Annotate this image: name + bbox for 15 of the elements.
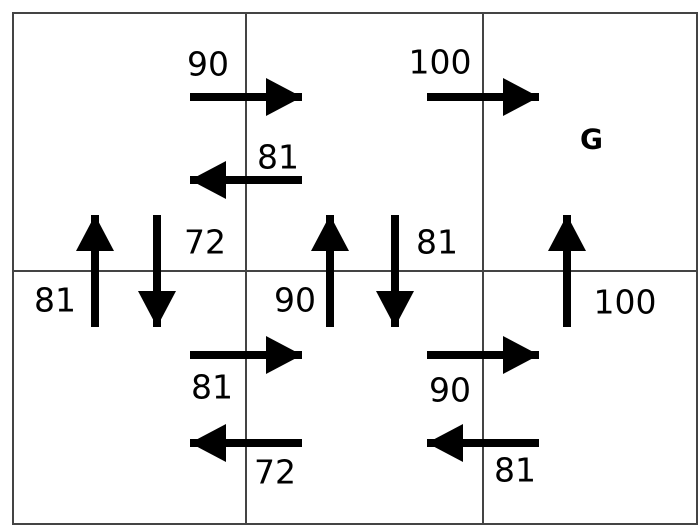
arrow (376, 215, 414, 327)
arrow (190, 161, 302, 199)
arrow (548, 215, 586, 327)
goal-label: G (580, 126, 603, 154)
arrow (427, 424, 539, 462)
arrow (190, 78, 302, 116)
arrow (76, 215, 114, 327)
arrow (138, 215, 176, 327)
arrow (311, 215, 349, 327)
grid-cell (482, 12, 698, 272)
grid-cell (482, 270, 698, 525)
arrow (190, 336, 302, 374)
arrow (427, 336, 539, 374)
arrow (427, 78, 539, 116)
arrow (190, 424, 302, 462)
